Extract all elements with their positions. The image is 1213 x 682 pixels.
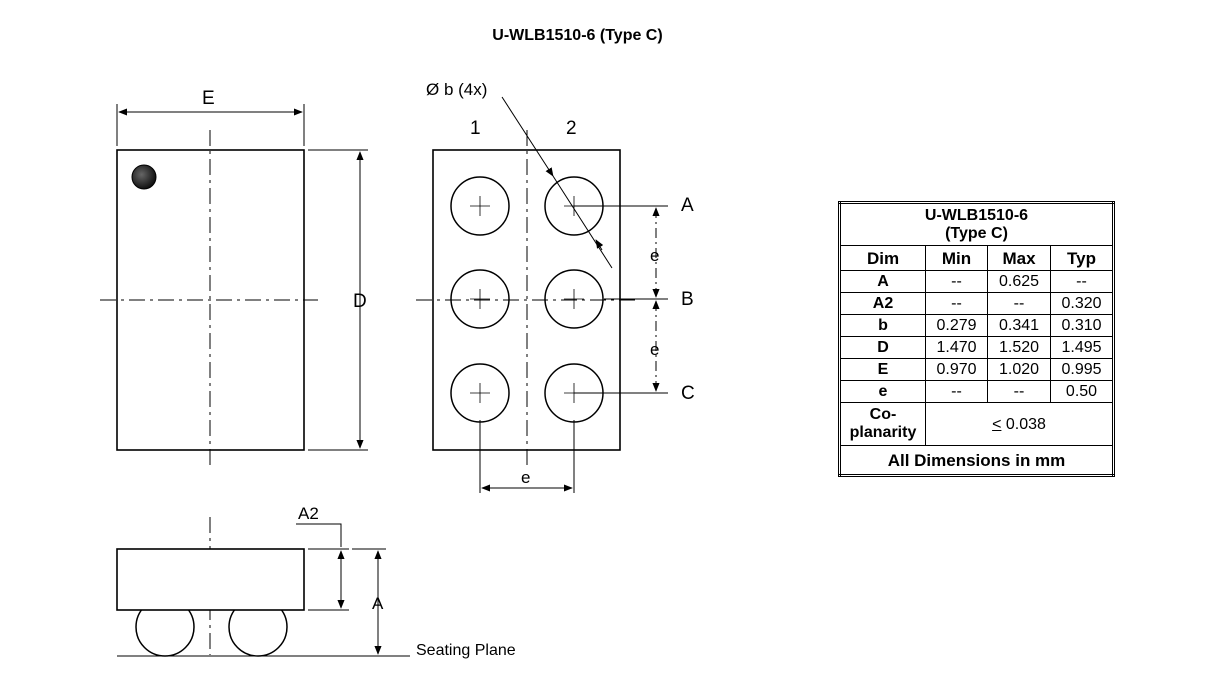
row-e-upper-typ: 0.995 xyxy=(1050,358,1114,381)
less-equal-symbol: < xyxy=(992,415,1002,433)
row-a-typ: -- xyxy=(1050,270,1114,293)
table-title-line1: U-WLB1510-6 xyxy=(924,206,1029,224)
row-b-max: 0.341 xyxy=(987,314,1051,337)
side-view xyxy=(116,517,410,657)
ball-diameter-label: Ø b (4x) xyxy=(426,80,487,99)
column-header-max: Max xyxy=(987,245,1051,271)
table-header-row: Dim Min Max Typ xyxy=(839,245,1114,271)
row-a2-max: -- xyxy=(987,292,1051,315)
coplanarity-value: 0.038 xyxy=(1001,415,1046,433)
table-row: e -- -- 0.50 xyxy=(839,380,1114,403)
pitch-label-vertical-2: e xyxy=(650,340,659,359)
pin1-marker xyxy=(131,164,157,190)
column-header-dim: Dim xyxy=(839,245,926,271)
table-row: E 0.970 1.020 0.995 xyxy=(839,358,1114,381)
table-row: D 1.470 1.520 1.495 xyxy=(839,336,1114,359)
table-row: A -- 0.625 -- xyxy=(839,270,1114,293)
row-e-upper-max: 1.020 xyxy=(987,358,1051,381)
row-label-c: C xyxy=(681,383,695,404)
row-dim-d: D xyxy=(839,336,926,359)
row-label-b: B xyxy=(681,289,694,310)
table-row: A2 -- -- 0.320 xyxy=(839,292,1114,315)
table-footer: All Dimensions in mm xyxy=(839,445,1114,476)
row-d-min: 1.470 xyxy=(925,336,988,359)
row-e-upper-min: 0.970 xyxy=(925,358,988,381)
pitch-label-horizontal: e xyxy=(521,468,530,487)
dimensions-table: U-WLB1510-6 (Type C) Dim Min Max Typ A -… xyxy=(838,201,1115,477)
dimension-d-label: D xyxy=(353,291,367,312)
diagram-title: U-WLB1510-6 (Type C) xyxy=(492,27,663,44)
row-e-pitch-typ: 0.50 xyxy=(1050,380,1114,403)
solder-ball-a1 xyxy=(450,176,510,236)
solder-ball-b2 xyxy=(544,269,604,329)
dimension-a2-label: A2 xyxy=(298,504,319,523)
solder-ball-b1 xyxy=(450,269,510,329)
pitch-label-vertical-1: e xyxy=(650,246,659,265)
column-label-1: 1 xyxy=(470,118,481,139)
top-view xyxy=(100,104,368,470)
row-b-min: 0.279 xyxy=(925,314,988,337)
column-label-2: 2 xyxy=(566,118,577,139)
table-footer-row: All Dimensions in mm xyxy=(839,445,1114,476)
row-d-typ: 1.495 xyxy=(1050,336,1114,359)
row-dim-a2: A2 xyxy=(839,292,926,315)
row-a-min: -- xyxy=(925,270,988,293)
coplanarity-label: Co-planarity xyxy=(839,402,926,446)
row-b-typ: 0.310 xyxy=(1050,314,1114,337)
row-dim-e-upper: E xyxy=(839,358,926,381)
row-e-pitch-min: -- xyxy=(925,380,988,403)
row-a-max: 0.625 xyxy=(987,270,1051,293)
row-dim-b: b xyxy=(839,314,926,337)
coplanarity-row: Co-planarity < 0.038 xyxy=(839,402,1114,446)
bottom-view xyxy=(416,96,668,493)
side-view-body xyxy=(116,548,305,611)
seating-plane-label: Seating Plane xyxy=(416,642,516,659)
solder-ball-c1 xyxy=(450,363,510,423)
dimension-a-label: A xyxy=(372,594,384,613)
row-a2-min: -- xyxy=(925,292,988,315)
table-title: U-WLB1510-6 (Type C) xyxy=(839,202,1114,246)
table-row: b 0.279 0.341 0.310 xyxy=(839,314,1114,337)
row-d-max: 1.520 xyxy=(987,336,1051,359)
dimension-e-label: E xyxy=(202,88,215,109)
coplanarity-value-cell: < 0.038 xyxy=(925,402,1114,446)
row-dim-a: A xyxy=(839,270,926,293)
column-header-typ: Typ xyxy=(1050,245,1114,271)
row-label-a: A xyxy=(681,195,694,216)
column-header-min: Min xyxy=(925,245,988,271)
row-e-pitch-max: -- xyxy=(987,380,1051,403)
row-a2-typ: 0.320 xyxy=(1050,292,1114,315)
row-dim-e-pitch: e xyxy=(839,380,926,403)
table-title-line2: (Type C) xyxy=(945,224,1008,242)
ball-diameter-leader xyxy=(501,96,554,177)
